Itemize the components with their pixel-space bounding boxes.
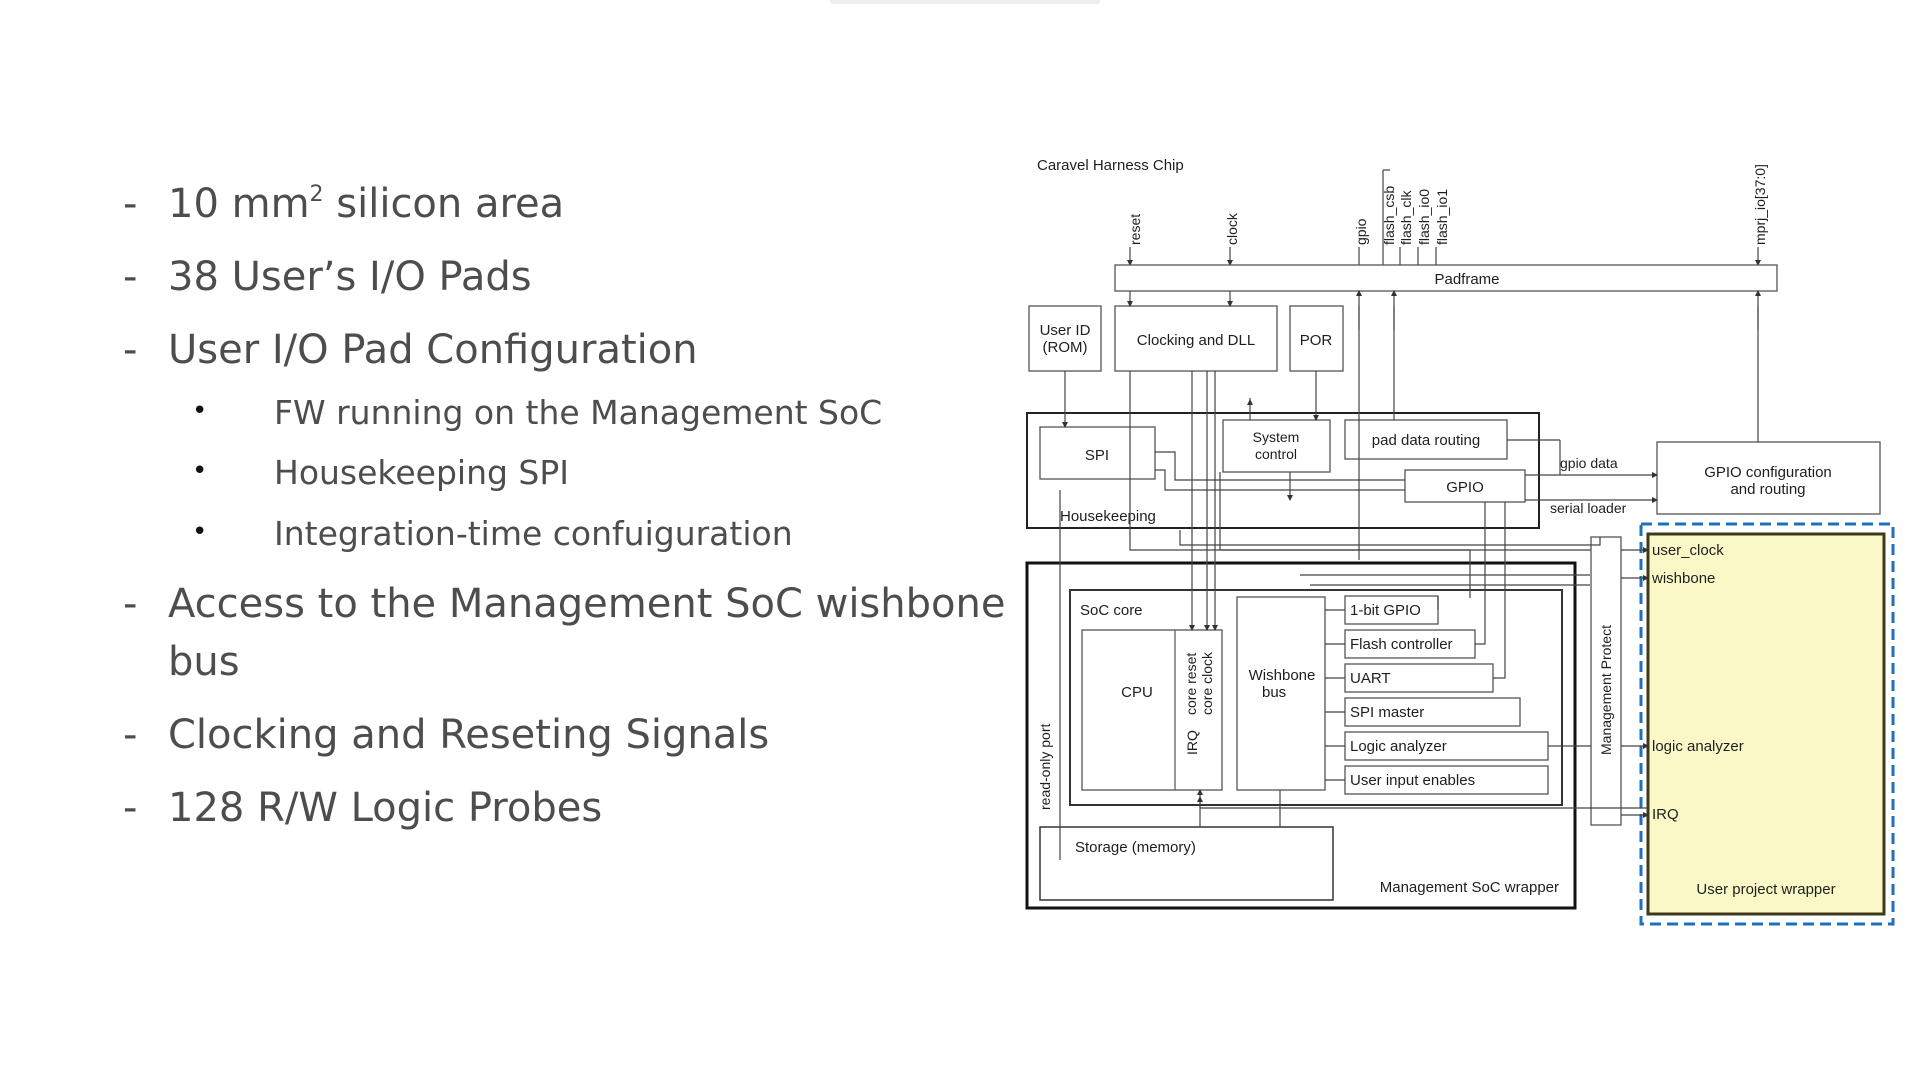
- bullet-marker: -: [123, 181, 138, 227]
- user-logic-analyzer-label: logic analyzer: [1652, 738, 1744, 755]
- pin-flash-clk-label: flash_clk: [1398, 190, 1414, 245]
- bullet-marker: -: [123, 254, 138, 300]
- pin-flash-io1-label: flash_io1: [1434, 189, 1450, 245]
- user-id-label: User ID: [1040, 322, 1091, 339]
- peripheral-flash-controller-label: Flash controller: [1350, 636, 1453, 653]
- user-id-rom-block: [1028, 305, 1102, 372]
- bullet-marker: -: [123, 327, 138, 373]
- sub-bullet-marker: •: [192, 396, 208, 426]
- bullet-text-pre: 10 mm: [168, 181, 310, 227]
- bullet-marker: -: [123, 712, 138, 758]
- gpio-block: [1404, 469, 1526, 503]
- user-irq-label: IRQ: [1652, 806, 1679, 823]
- system-control-label-1: System: [1253, 429, 1300, 445]
- bullet-marker: -: [123, 785, 138, 831]
- storage-memory-block: [1039, 826, 1334, 901]
- clocking-dll-label: Clocking and DLL: [1137, 332, 1255, 349]
- bullet-text: 10 mm2 silicon area: [168, 181, 565, 227]
- por-block: [1289, 305, 1344, 372]
- management-soc-wrapper-label: Management SoC wrapper: [1380, 879, 1559, 896]
- peripheral-uart-label: UART: [1350, 670, 1391, 687]
- peripheral-flash-controller-block: [1344, 629, 1476, 659]
- user-clock-label: user_clock: [1652, 542, 1724, 559]
- bullet-text: User I/O Pad Configuration: [168, 327, 698, 373]
- system-control-block: [1222, 419, 1331, 473]
- gpio-configuration-label-2: and routing: [1730, 481, 1805, 498]
- user-area-dashed-outline: [1639, 522, 1895, 926]
- irq-core-label: IRQ: [1184, 730, 1200, 755]
- cpu-block: [1081, 629, 1223, 791]
- padframe-block: [1114, 264, 1778, 292]
- read-only-port-label: read-only port: [1037, 724, 1053, 810]
- pin-wires: [1127, 169, 1761, 266]
- diagram-title: Caravel Harness Chip: [1037, 157, 1184, 174]
- user-id-rom-label: (ROM): [1043, 339, 1088, 356]
- housekeeping-label: Housekeeping: [1060, 508, 1156, 525]
- bullet-text: Access to the Management SoC wishbone: [168, 581, 1006, 627]
- sub-bullet-marker: •: [192, 456, 208, 486]
- caravel-block-diagram: Caravel Harness Chip reset clock gpio fl…: [1025, 157, 1895, 926]
- soc-core-block: [1069, 589, 1563, 806]
- bullet-superscript: 2: [309, 182, 324, 207]
- peripheral-user-input-enables-label: User input enables: [1350, 772, 1475, 789]
- bullet-text-continuation: bus: [168, 639, 240, 685]
- sub-bullet-text: Integration-time confuiguration: [274, 514, 793, 553]
- user-project-wrapper-block: [1646, 532, 1886, 916]
- peripheral-1bit-gpio-label: 1-bit GPIO: [1350, 602, 1421, 619]
- spi-label: SPI: [1085, 447, 1109, 464]
- pin-gpio-label: gpio: [1353, 218, 1369, 245]
- spi-block: [1039, 426, 1156, 480]
- wishbone-bus-label-2: bus: [1262, 684, 1286, 701]
- signal-wires: [1059, 290, 1761, 860]
- top-tab-decoration: [830, 0, 1100, 4]
- pin-reset-label: reset: [1127, 214, 1143, 245]
- gpio-data-label: gpio data: [1560, 455, 1618, 471]
- sub-bullet-text: FW running on the Management SoC: [274, 393, 883, 432]
- peripheral-logic-analyzer-label: Logic analyzer: [1350, 738, 1447, 755]
- user-wishbone-label: wishbone: [1651, 570, 1715, 587]
- pin-clock-label: clock: [1224, 212, 1240, 245]
- system-control-label-2: control: [1255, 446, 1297, 462]
- pad-data-routing-label: pad data routing: [1372, 432, 1480, 449]
- pin-flash-io0-label: flash_io0: [1416, 189, 1432, 245]
- gpio-block-label: GPIO: [1446, 479, 1484, 496]
- wishbone-bus-block: [1236, 596, 1326, 791]
- peripheral-logic-analyzer-block: [1344, 731, 1549, 761]
- serial-loader-label: serial loader: [1550, 500, 1627, 516]
- soc-core-label: SoC core: [1080, 602, 1143, 619]
- core-reset-label: core reset: [1183, 653, 1199, 715]
- wishbone-bus-label-1: Wishbone: [1249, 667, 1316, 684]
- user-project-wrapper-label: User project wrapper: [1696, 881, 1835, 898]
- pin-flash-csb-label: flash_csb: [1381, 186, 1397, 245]
- padframe-label: Padframe: [1434, 271, 1499, 288]
- por-label: POR: [1300, 332, 1333, 349]
- management-protect-block: [1590, 536, 1622, 826]
- bullet-list: - 10 mm2 silicon area - 38 User’s I/O Pa…: [0, 0, 1005, 900]
- peripheral-spi-master-label: SPI master: [1350, 704, 1424, 721]
- bullet-text-post: silicon area: [323, 181, 565, 227]
- pad-data-routing-block: [1344, 419, 1508, 460]
- sub-bullet-marker: •: [192, 517, 208, 547]
- cpu-label: CPU: [1121, 684, 1153, 701]
- bullet-text: Clocking and Reseting Signals: [168, 712, 770, 758]
- peripheral-list: 1-bit GPIO Flash controller UART SPI mas…: [1344, 595, 1549, 795]
- management-protect-label: Management Protect: [1598, 625, 1614, 755]
- bullet-text: 128 R/W Logic Probes: [168, 785, 603, 831]
- gpio-configuration-label-1: GPIO configuration: [1704, 464, 1832, 481]
- storage-memory-label: Storage (memory): [1075, 839, 1196, 856]
- pin-mprj-io-label: mprj_io[37:0]: [1752, 164, 1768, 245]
- core-clock-label: core clock: [1199, 651, 1215, 715]
- bullet-marker: -: [123, 581, 138, 627]
- clocking-dll-block: [1114, 305, 1278, 372]
- bullet-text: 38 User’s I/O Pads: [168, 254, 532, 300]
- gpio-configuration-block: [1656, 441, 1881, 515]
- sub-bullet-text: Housekeeping SPI: [274, 453, 570, 492]
